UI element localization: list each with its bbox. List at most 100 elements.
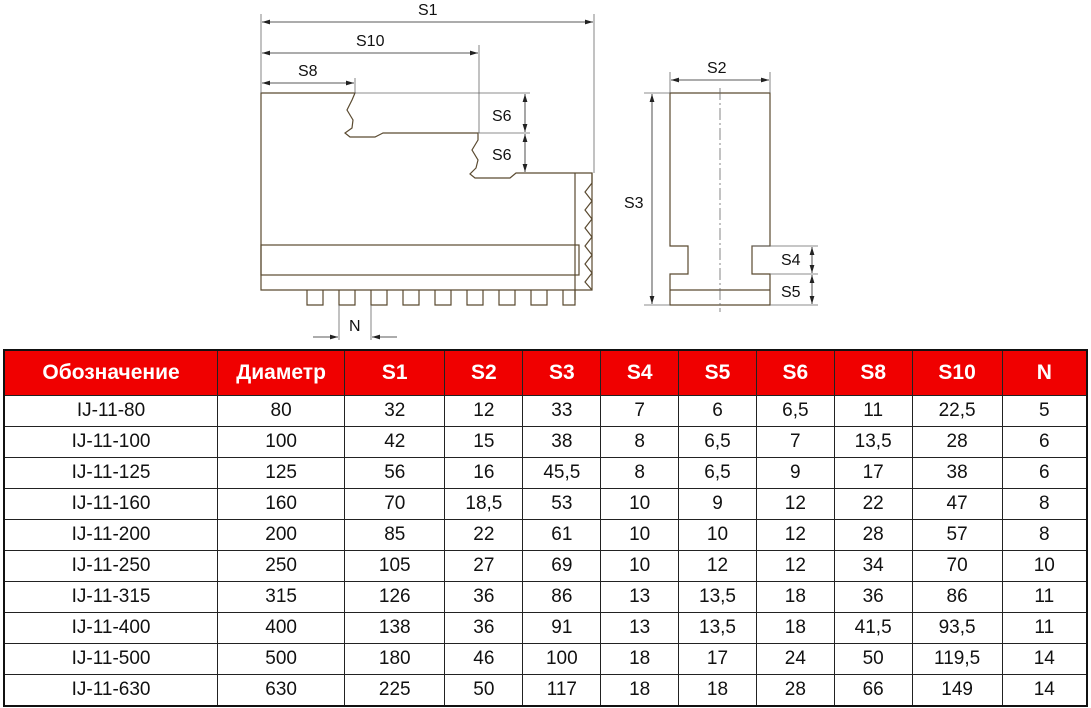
table-cell: 200 (217, 519, 346, 551)
table-cell: 91 (522, 612, 602, 644)
table-cell: 100 (217, 426, 346, 458)
table-cell: 45,5 (522, 457, 602, 489)
column-header: S8 (833, 349, 913, 396)
table-cell: 42 (344, 426, 446, 458)
table-cell: 80 (217, 395, 346, 427)
table-cell: 66 (833, 674, 913, 707)
label-s5: S5 (781, 284, 801, 301)
label-n: N (349, 318, 361, 335)
table-cell: 38 (522, 426, 602, 458)
column-header: S6 (755, 349, 835, 396)
table-cell: 70 (344, 488, 446, 520)
table-cell: 61 (522, 519, 602, 551)
table-cell: 149 (911, 674, 1003, 707)
table-cell: 180 (344, 643, 446, 675)
table-cell: 17 (833, 457, 913, 489)
dimensions-side-view: S1 S10 S8 S6 S6 N (260, 2, 595, 340)
table-cell: 18 (600, 674, 680, 707)
table-cell: 250 (217, 550, 346, 582)
column-header: S1 (344, 349, 446, 396)
table-cell: 117 (522, 674, 602, 707)
table-cell: 125 (217, 457, 346, 489)
table-cell: IJ-11-200 (3, 519, 219, 551)
column-header: Обозначение (3, 349, 219, 396)
table-cell: IJ-11-80 (3, 395, 219, 427)
table-cell: 18 (755, 612, 835, 644)
table-cell: 70 (911, 550, 1003, 582)
table-cell: 9 (755, 457, 835, 489)
table-cell: 16 (444, 457, 524, 489)
table-cell: 38 (911, 457, 1003, 489)
table-cell: 315 (217, 581, 346, 613)
table-cell: 8 (600, 426, 680, 458)
table-cell: 41,5 (833, 612, 913, 644)
table-cell: IJ-11-250 (3, 550, 219, 582)
table-cell: 7 (600, 395, 680, 427)
table-cell: 22,5 (911, 395, 1003, 427)
column-header: S5 (678, 349, 757, 396)
table-cell: 105 (344, 550, 446, 582)
table-cell: 18 (600, 643, 680, 675)
table-cell: 6 (1001, 457, 1088, 489)
table-cell: 7 (755, 426, 835, 458)
table-cell: 225 (344, 674, 446, 707)
table-cell: 11 (833, 395, 913, 427)
table-cell: 36 (444, 612, 524, 644)
table-cell: 10 (678, 519, 757, 551)
side-view (260, 92, 593, 306)
table-cell: IJ-11-400 (3, 612, 219, 644)
column-header: S2 (444, 349, 524, 396)
label-s8: S8 (298, 63, 318, 80)
table-cell: 5 (1001, 395, 1088, 427)
table-cell: 69 (522, 550, 602, 582)
table-cell: 22 (833, 488, 913, 520)
table-cell: 10 (1001, 550, 1088, 582)
front-view: S2 S3 S4 S5 (624, 60, 818, 312)
table-cell: 28 (833, 519, 913, 551)
label-s1: S1 (418, 2, 438, 19)
table-cell: 13 (600, 581, 680, 613)
table-cell: 13,5 (678, 612, 757, 644)
table-cell: 6,5 (678, 426, 757, 458)
table-cell: 6 (1001, 426, 1088, 458)
table-cell: 12 (444, 395, 524, 427)
table-cell: 12 (678, 550, 757, 582)
table-cell: IJ-11-315 (3, 581, 219, 613)
table-cell: 18,5 (444, 488, 524, 520)
table-cell: 24 (755, 643, 835, 675)
table-cell: 9 (678, 488, 757, 520)
table-cell: 27 (444, 550, 524, 582)
table-cell: 28 (911, 426, 1003, 458)
table-cell: IJ-11-100 (3, 426, 219, 458)
column-header: Диаметр (217, 349, 346, 396)
table-cell: 85 (344, 519, 446, 551)
table-cell: 13,5 (833, 426, 913, 458)
table-cell: 500 (217, 643, 346, 675)
table-cell: 15 (444, 426, 524, 458)
table-cell: 10 (600, 519, 680, 551)
table-cell: 119,5 (911, 643, 1003, 675)
table-cell: 18 (678, 674, 757, 707)
table-cell: 86 (522, 581, 602, 613)
column-header: S10 (911, 349, 1003, 396)
table-cell: 400 (217, 612, 346, 644)
column-header: N (1001, 349, 1088, 396)
table-cell: IJ-11-125 (3, 457, 219, 489)
label-s3: S3 (624, 195, 644, 212)
label-s10: S10 (356, 33, 385, 50)
table-cell: 53 (522, 488, 602, 520)
table-cell: 46 (444, 643, 524, 675)
table-cell: 100 (522, 643, 602, 675)
table-cell: 160 (217, 488, 346, 520)
